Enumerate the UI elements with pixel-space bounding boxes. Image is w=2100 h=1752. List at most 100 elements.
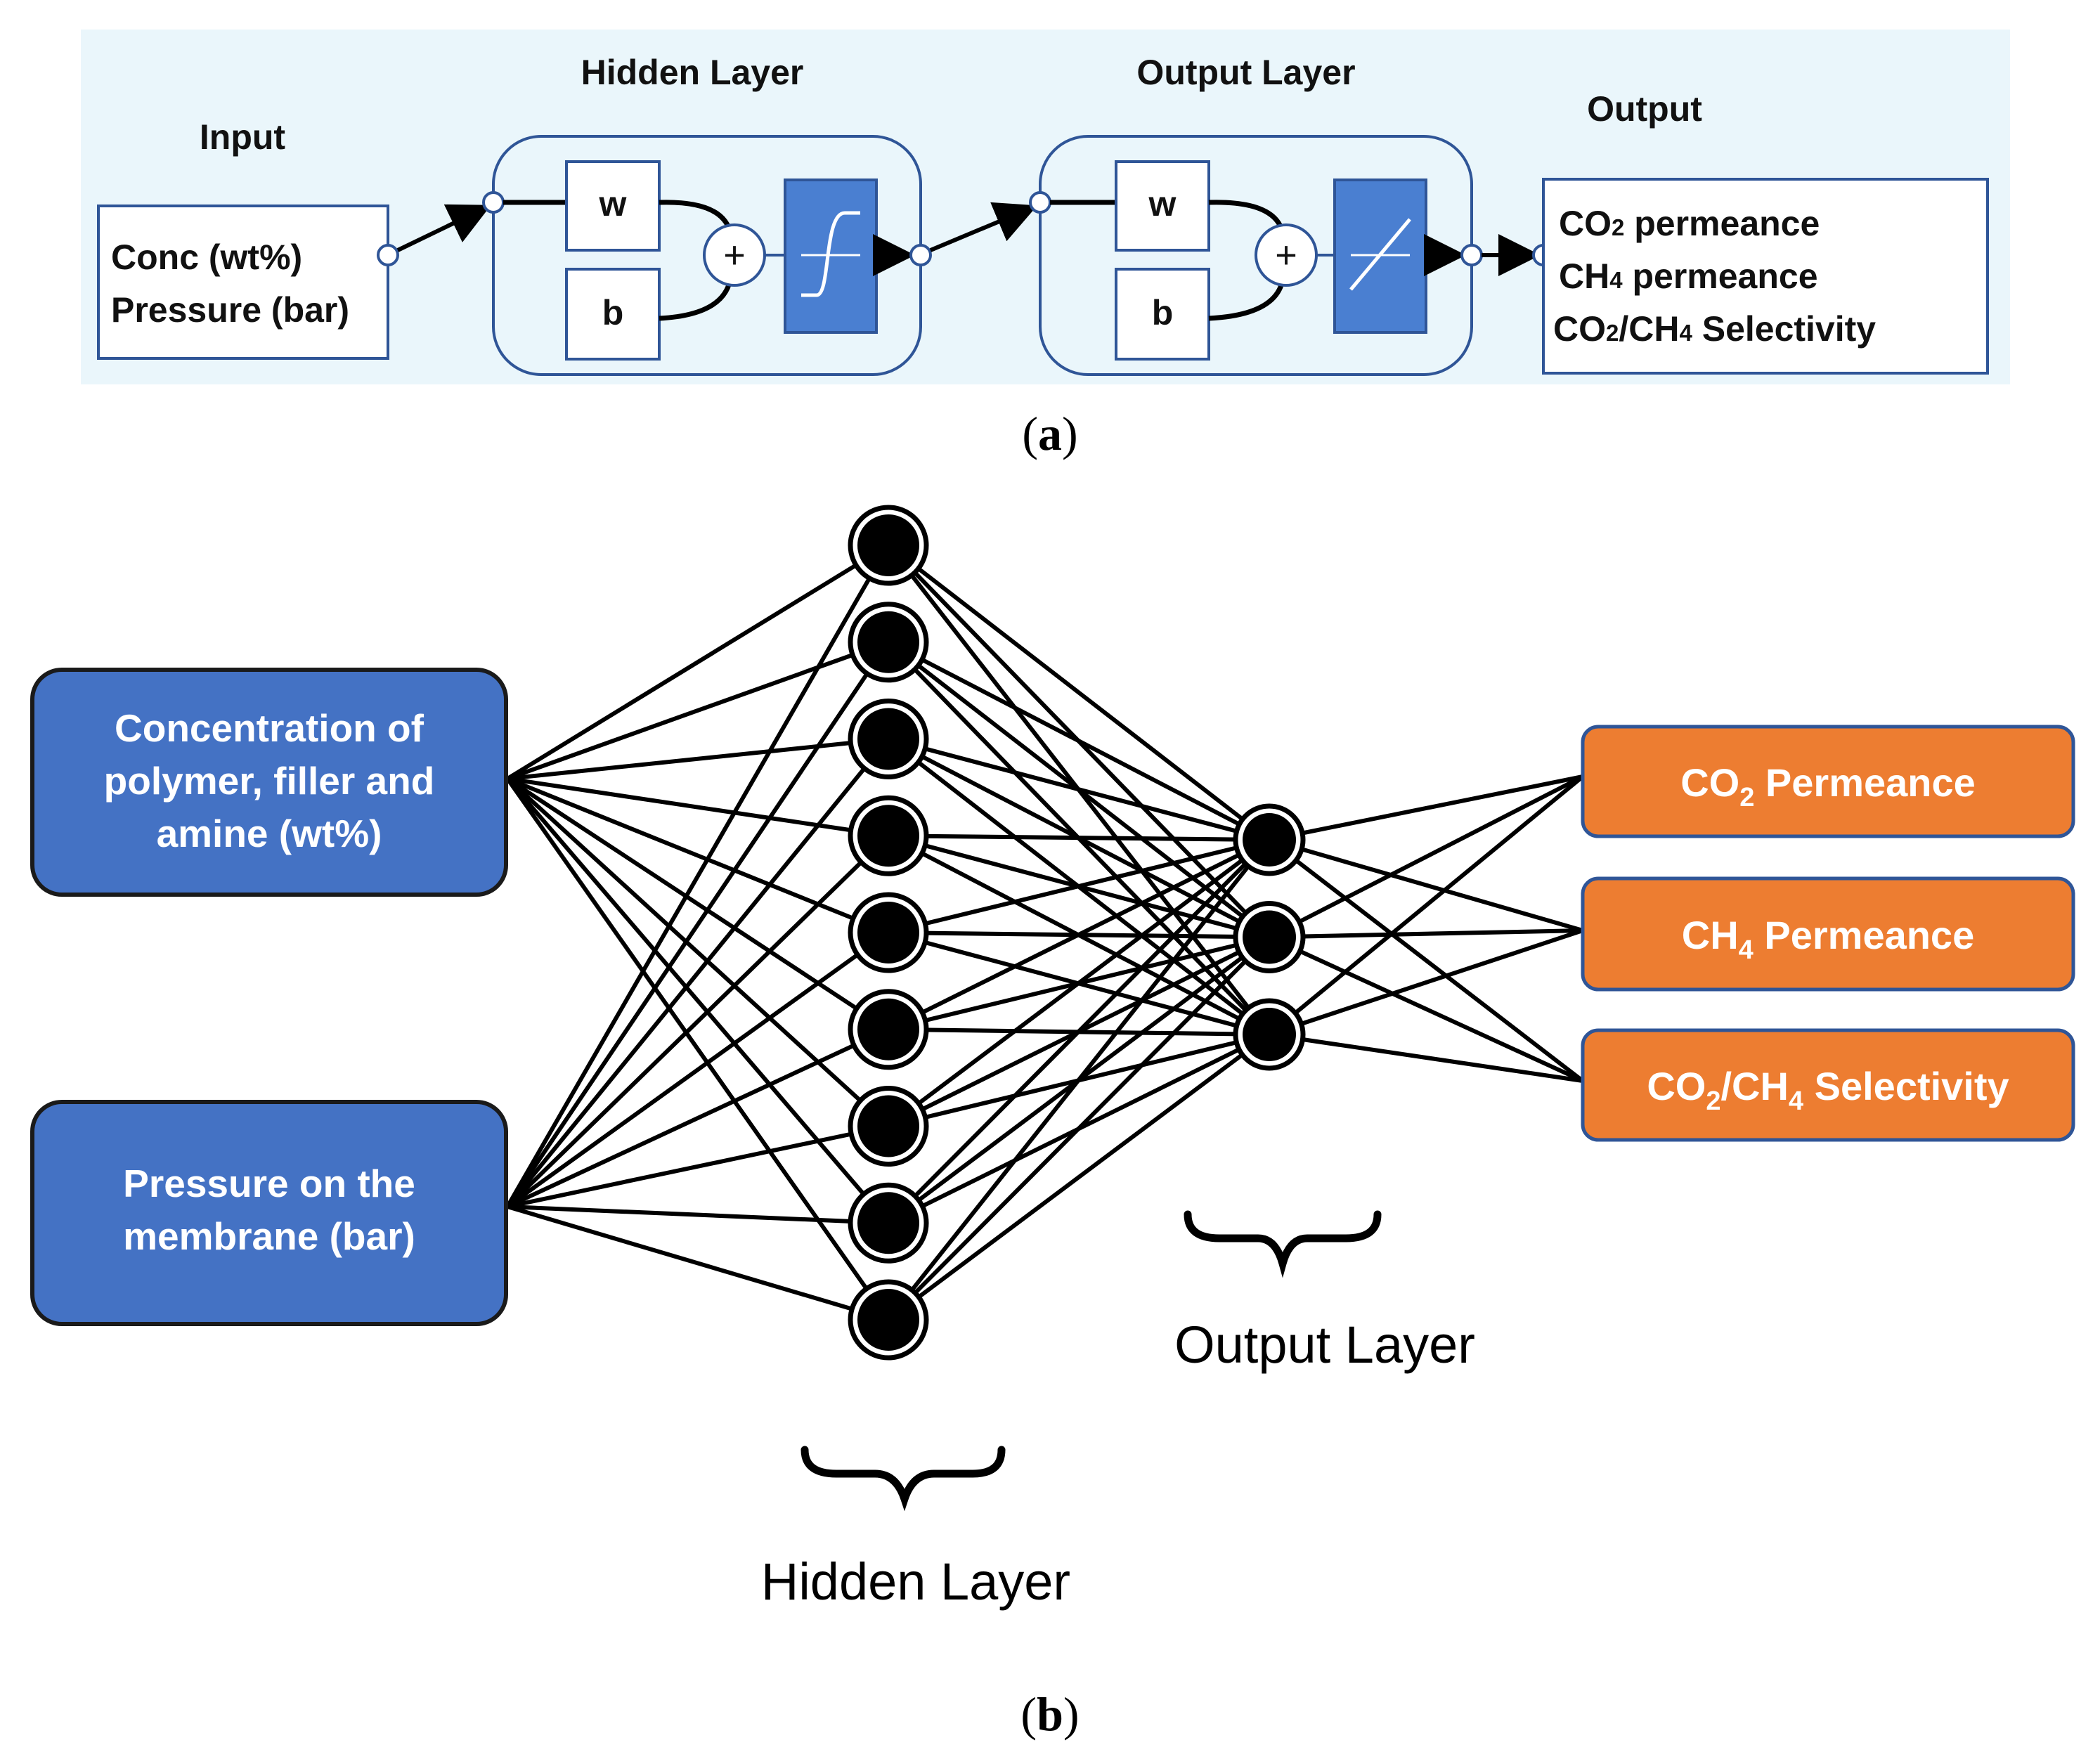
output-box-ch4-permeance [1581,876,2075,992]
hidden-output-connection [887,1032,1271,1322]
hidden-neuron-core [857,514,919,576]
output-layer-label: Output Layer [1174,1316,1475,1374]
hidden-input-port [482,191,505,214]
hidden-output-port [909,244,932,266]
output-box-co2-permeance [1581,725,2075,838]
output-result-connection [1269,774,1583,842]
hidden-layer-neurons [848,505,929,1361]
hidden-output-connection [886,838,1271,1225]
output-result-connection [1269,838,1583,933]
hidden-neuron-core [857,902,919,963]
output-selectivity-label: CO2/CH4 Selectivity [1647,1064,2009,1116]
output-box [1542,178,1989,375]
input-hidden-connection [507,1124,889,1209]
input-hidden-connection [507,777,889,838]
input-hidden-connection [505,777,890,1321]
output-co2-permeance: CO2 permeance [1559,204,1820,243]
output-bias-box [1115,268,1210,361]
input-line-conc: Conc (wt%) [111,238,302,277]
input-hidden-connection [506,640,890,781]
input-pressure-line1: Pressure on the [123,1162,415,1205]
input-box [97,205,389,360]
output-neuron-core [1243,813,1296,867]
input-hidden-connection [505,641,890,1208]
input-hidden-connection [506,930,890,1209]
output-result-connection [1268,774,1584,1037]
input-box-pressure [30,1100,508,1326]
input-box-concentration [30,668,508,897]
hidden-output-connection [888,737,1270,842]
output-result-connection [1268,935,1584,1083]
input-hidden-connection [505,777,890,1225]
output-ch4-permeance-label: CH4 Permeance [1682,913,1974,965]
input-hidden-connection [506,777,890,935]
output-co2-permeance-label: CO2 Permeance [1680,760,1976,812]
caption-a: (a) [1022,407,1077,460]
caption-b: (b) [1020,1687,1079,1741]
input-line-pressure: Pressure (bar) [111,290,349,330]
output-layer-input-port [1029,191,1051,214]
hidden-neuron-core [857,1095,919,1157]
hidden-output-connection [886,935,1271,1322]
input-hidden-connection [505,737,890,1208]
hidden-neuron-core [857,805,919,867]
input-hidden-connection [505,544,890,1208]
input-concentration-line1: Concentration of [115,706,424,750]
hidden-neuron-core [857,1192,919,1254]
output-neuron-core [1243,910,1296,964]
output-result-connection [1269,928,1583,1037]
hidden-output-connection [887,838,1271,1032]
output-neuron-core [1243,1008,1296,1061]
hidden-weight-label: w [599,184,627,223]
hidden-output-connection [887,838,1271,1128]
panel-a: Input Conc (wt%) Pressure (bar) Hidden L… [81,30,2010,384]
hidden-weight-box [565,160,661,252]
output-layer-brace [1184,1210,1382,1278]
input-hidden-connection [506,777,890,1032]
output-title: Output [1587,89,1702,129]
hidden-output-connection [888,838,1270,935]
input-to-hidden-arrow [396,204,491,252]
output-result-connection [1269,928,1583,940]
output-result-connection [1268,774,1584,940]
input-port [377,244,399,266]
input-concentration-line2: polymer, filler and [104,759,435,803]
hidden-neuron-core [857,998,919,1060]
hidden-output-connection [886,838,1271,1321]
input-hidden-connection [506,1027,890,1209]
hidden-output-connection [888,833,1270,842]
input-title: Input [200,117,286,157]
hidden-sum-symbol: + [723,234,746,276]
output-result-connection [1268,838,1584,1083]
hidden-bias-label: b [602,293,624,332]
hidden-to-output-arrow [929,202,1038,252]
output-selectivity: CO2/CH4 Selectivity [1553,309,1876,349]
hidden-layer-title: Hidden Layer [581,53,804,92]
hidden-neuron-core [857,708,919,770]
network-connections [505,543,1584,1322]
output-ch4-permeance: CH4 permeance [1559,257,1818,296]
input-hidden-connection [505,834,890,1209]
input-hidden-connection [507,737,889,781]
hidden-output-connection [887,543,1271,842]
output-weight-box [1115,160,1210,252]
output-result-connection [1269,1032,1583,1083]
output-layer-neurons [1233,803,1306,1071]
input-concentration-line3: amine (wt%) [157,812,382,855]
input-hidden-connection [506,543,890,781]
output-weight-label: w [1148,184,1177,223]
output-sum-symbol: + [1275,234,1297,276]
hidden-neuron-core [857,1289,919,1351]
output-layer-output-port [1460,244,1483,266]
input-hidden-connection [507,1205,889,1322]
input-hidden-connection [505,777,890,1128]
panel-b: Concentration of polymer, filler and ami… [30,505,2075,1611]
hidden-layer-label: Hidden Layer [761,1552,1070,1611]
output-bias-label: b [1152,293,1174,332]
input-hidden-connection [507,1205,889,1226]
hidden-layer-brace [801,1446,1006,1512]
hidden-neuron-core [857,611,919,673]
output-box-selectivity [1581,1028,2075,1142]
output-layer-title: Output Layer [1136,53,1355,92]
